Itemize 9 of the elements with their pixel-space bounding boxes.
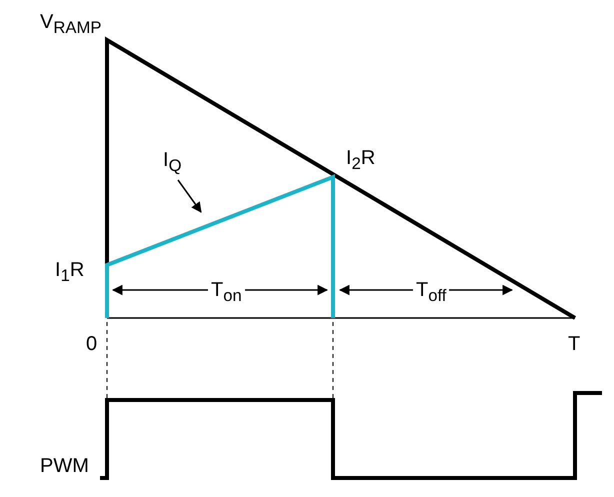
current-label: I$_{1}$R (55, 260, 84, 285)
axis-label: 0 (86, 334, 98, 354)
axis-label: T (568, 334, 580, 354)
leader-arrow (177, 180, 202, 213)
current-waveform (105, 174, 335, 318)
current-label: I$_{Q}$ (163, 150, 182, 175)
voltage-label: V$_{RAMP}$ (40, 12, 102, 37)
signal-label: PWM (40, 456, 89, 476)
current-label: I$_{2}$R (346, 148, 376, 173)
